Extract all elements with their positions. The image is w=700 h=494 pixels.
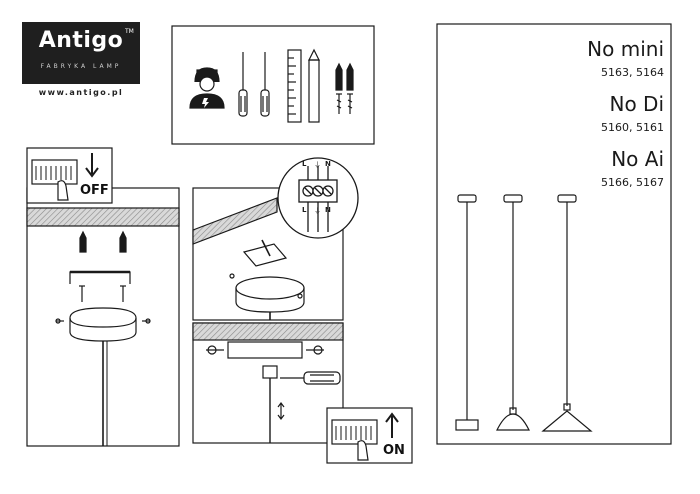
screw-icon xyxy=(336,93,353,114)
terminal-neutral-label: N xyxy=(325,206,331,214)
terminal-live-top-label: L xyxy=(302,160,307,168)
terminal-live-label: L xyxy=(302,206,307,214)
lamp-no-ai-illustration xyxy=(541,194,593,432)
models-panel xyxy=(436,23,672,445)
switch-off-panel xyxy=(26,147,113,204)
model-name-no-di: No Di xyxy=(609,92,664,116)
wall-plug-icon xyxy=(335,62,354,91)
switch-off-label: OFF xyxy=(80,183,109,198)
electrician-icon xyxy=(189,67,225,109)
step-wiring-panel xyxy=(192,187,344,321)
model-name-no-mini: No mini xyxy=(587,37,664,61)
lamp-no-di-illustration xyxy=(496,194,530,431)
pencil-icon xyxy=(308,48,320,123)
switch-on-panel xyxy=(326,407,413,464)
model-codes-no-ai: 5166, 5167 xyxy=(601,176,664,189)
model-codes-no-di: 5160, 5161 xyxy=(601,121,664,134)
model-codes-no-mini: 5163, 5164 xyxy=(601,66,664,79)
terminal-neutral-top-label: N xyxy=(325,160,331,168)
brand-logo: Antigo TM FABRYKA LAMP xyxy=(22,22,140,84)
model-name-no-ai: No Ai xyxy=(611,147,664,171)
lamp-no-mini-illustration xyxy=(455,194,479,431)
switch-on-label: ON xyxy=(383,443,405,458)
terminal-block-detail xyxy=(277,157,359,239)
brand-url: www.antigo.pl xyxy=(38,88,124,97)
step-mounting-panel xyxy=(26,187,180,447)
screwdriver-icon xyxy=(238,52,270,117)
step-fixing-panel xyxy=(192,322,344,444)
terminal-earth-label: ⏚ xyxy=(314,207,321,215)
brand-tagline: FABRYKA LAMP xyxy=(40,63,122,70)
ruler-icon xyxy=(287,49,302,123)
terminal-earth-top-label: ⏚ xyxy=(314,161,321,169)
brand-name: Antigo xyxy=(38,28,124,53)
tools-panel xyxy=(171,25,375,145)
brand-trademark: TM xyxy=(125,28,134,35)
